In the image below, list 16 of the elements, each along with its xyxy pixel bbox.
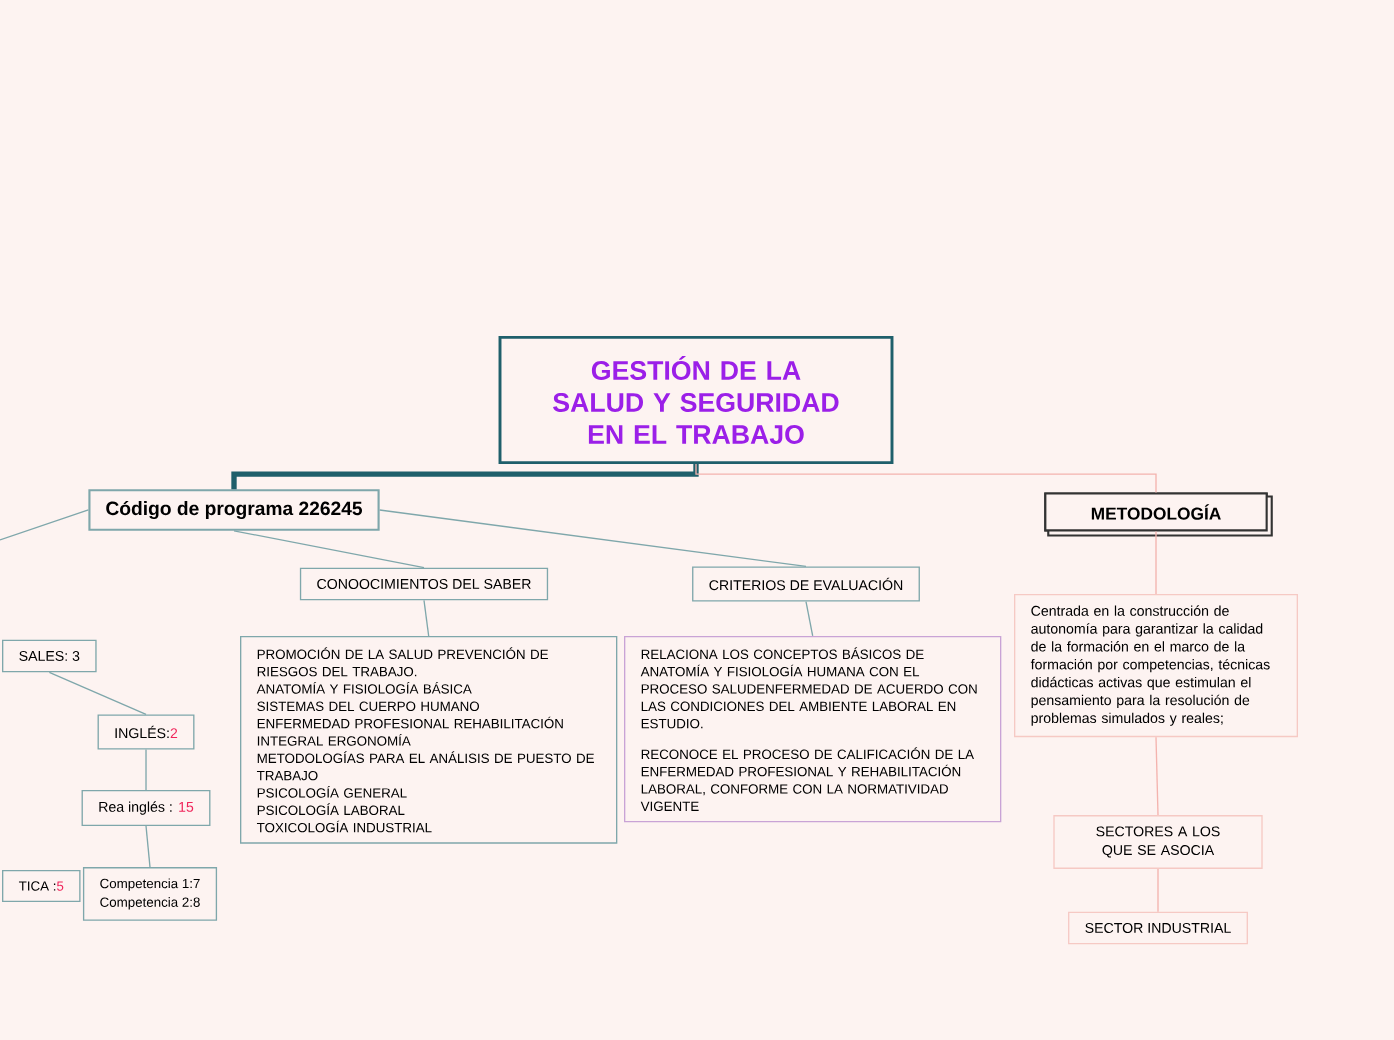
connector-line [48, 671, 147, 716]
connector-line [0, 509, 90, 541]
connector-line [233, 530, 425, 569]
topic-box: Código de programa 226245 [88, 489, 380, 531]
connector-line [423, 599, 430, 637]
title-box: GESTIÓN DE LA SALUD Y SEGURIDAD EN EL TRABAJO [498, 335, 894, 465]
connector-line [1155, 736, 1159, 816]
connector-line [695, 463, 1157, 494]
connector-line [231, 464, 699, 490]
connector-line [379, 509, 807, 568]
connector-line [1157, 868, 1159, 913]
node-label: METODOLOGÍA [1091, 504, 1221, 520]
connector-line [145, 825, 151, 868]
connector-line [805, 600, 814, 637]
connector-line [1155, 530, 1157, 595]
connector-line [145, 748, 147, 791]
